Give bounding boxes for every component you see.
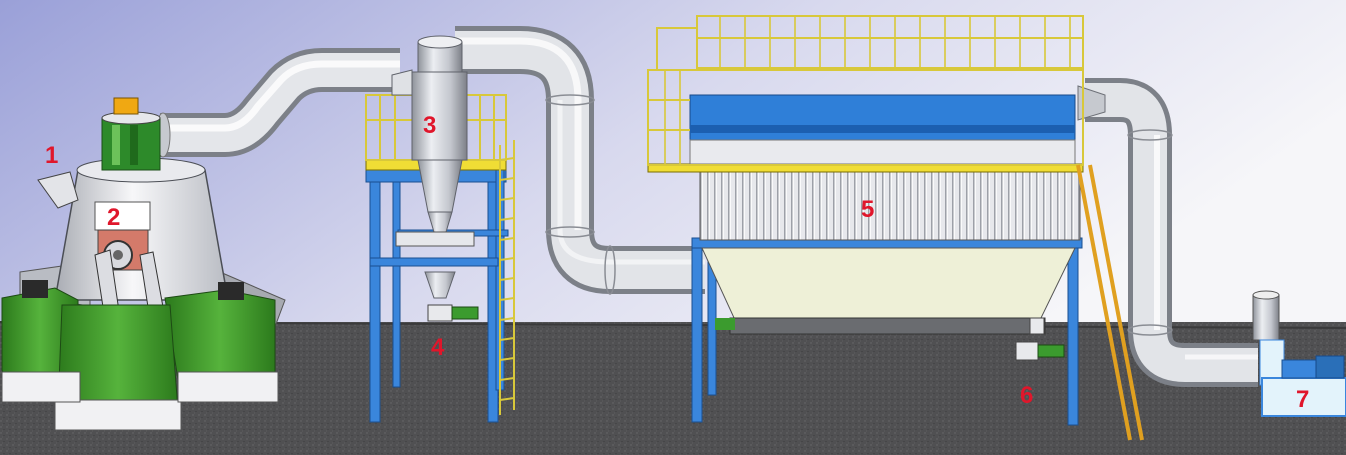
- cyclone-assembly: [365, 35, 515, 423]
- fan-assembly: [1252, 290, 1346, 417]
- callout-1: 1: [45, 142, 59, 169]
- grinding-mill-assembly: [1, 97, 286, 431]
- callout-7: 7: [1296, 386, 1310, 413]
- duct-filter-to-fan: [1077, 78, 1258, 387]
- callout-4: 4: [431, 334, 445, 361]
- duct-cyclone-to-filter: [455, 26, 705, 295]
- feed-hopper-shape: [37, 171, 79, 209]
- callout-2: 2: [107, 204, 121, 231]
- callout-6: 6: [1020, 382, 1034, 409]
- callout-3: 3: [423, 112, 437, 139]
- callout-5: 5: [861, 196, 875, 223]
- bag-filter-assembly: [647, 15, 1144, 441]
